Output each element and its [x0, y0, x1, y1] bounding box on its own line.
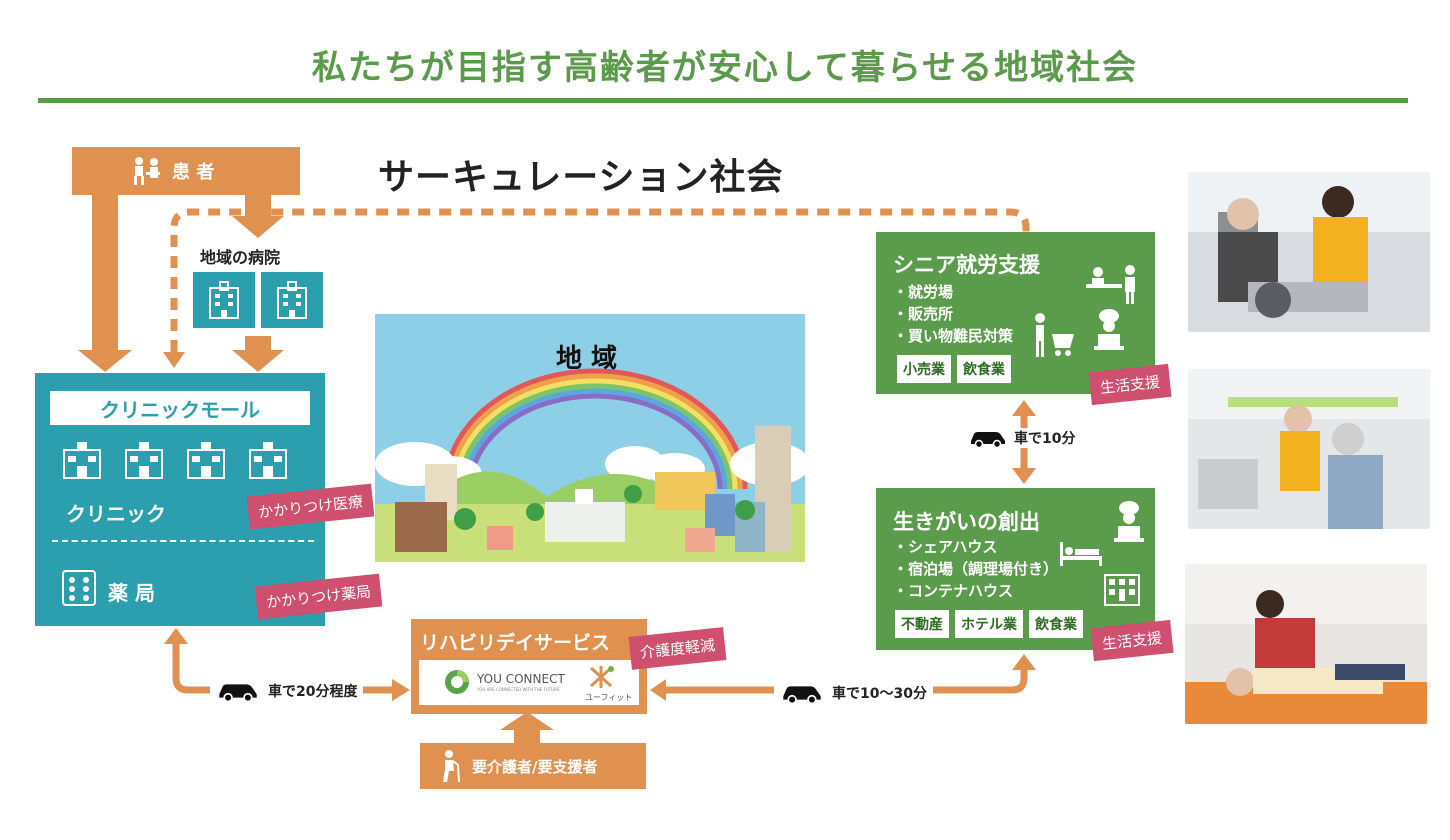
region-illustration [375, 314, 805, 562]
route-rehab-ikigai [664, 668, 1028, 694]
you-connect-logo-text: YOU CONNECT [477, 672, 565, 686]
ikigai-tags: 不動産 ホテル業 飲食業 [895, 610, 1083, 638]
pharmacy-icon [62, 570, 96, 610]
dashed-loop-head [163, 352, 185, 368]
route-label-10min: 車で10分 [968, 428, 1076, 448]
shop-counter-icon [1082, 262, 1142, 310]
industry-tag: 不動産 [895, 610, 949, 638]
car-icon [783, 686, 821, 704]
arrow-care-head [500, 712, 554, 730]
hospital-label: 地域の病院 [200, 248, 281, 267]
region-label: 地 域 [556, 344, 618, 374]
care-recipient-label: 要介護者/要支援者 [472, 757, 598, 776]
hospital-icon-2 [261, 272, 323, 328]
clinic-mall-header: クリニックモール [50, 391, 310, 425]
route-label-10-30min: 車で10～30分 [774, 682, 933, 704]
route-clinic-rehab-head-up [164, 628, 188, 644]
bullet-item: ・シェアハウス [893, 538, 998, 556]
route-clinic-rehab-head-right [392, 679, 410, 701]
route-clinic-rehab [172, 642, 395, 694]
route-text: 車で20分程度 [268, 684, 358, 700]
clinic-building-icon [125, 442, 163, 479]
rehab-title: リハビリデイサービス [420, 632, 611, 654]
senior-work-title: シニア就労支援 [893, 253, 1040, 277]
route-label-20min: 車で20分程度 [210, 680, 364, 702]
pharmacy-label: 薬 局 [108, 581, 155, 605]
clinic-icons-row [62, 442, 288, 480]
patient-label: 患 者 [172, 162, 215, 183]
bullet-item: ・買い物難民対策 [893, 327, 1014, 345]
car-icon [971, 432, 1005, 448]
route-text: 車で10分 [1014, 431, 1076, 447]
hospital-building-icon [209, 281, 239, 319]
clinic-building-icon [187, 442, 225, 479]
arrow-hospital-to-clinic-head [232, 350, 284, 372]
patient-label-group: 患 者 [130, 151, 214, 191]
industry-tag: 小売業 [897, 355, 951, 383]
you-connect-logo-icon [445, 670, 469, 694]
patient-bar [72, 147, 300, 195]
rehab-logos: YOU CONNECT YOU ARE CONNECTED WITH THE F… [419, 660, 639, 705]
trees [454, 485, 755, 530]
rehab-photo-3 [1185, 564, 1427, 724]
buildings [395, 426, 791, 552]
industry-tag: ホテル業 [955, 610, 1023, 638]
route-work-ikigai-head-down [1012, 468, 1036, 484]
arrow-care-shaft [514, 728, 540, 744]
ikigai-title: 生きがいの創出 [893, 510, 1040, 534]
clinic-divider [52, 540, 314, 542]
rainbow [442, 368, 748, 490]
arrow-patient-to-clinic-shaft [92, 195, 118, 352]
route-rehab-ikigai-head-up [1012, 654, 1036, 670]
bullet-item: ・販売所 [893, 305, 954, 323]
clinic-label: クリニック [66, 502, 166, 526]
youfit-logo-text: ユーフィット [585, 693, 633, 702]
chef-icon [1112, 500, 1146, 550]
hospital-building-icon [277, 281, 307, 319]
rehab-photo-2 [1188, 369, 1430, 529]
youfit-logo-icon [589, 666, 614, 688]
industry-tag: 飲食業 [957, 355, 1011, 383]
ikigai-bullets: ・シェアハウス ・宿泊場（調理場付き） ・コンテナハウス [893, 536, 1058, 602]
arrow-hospital-to-clinic-shaft [245, 336, 271, 350]
arrow-patient-to-clinic-head [78, 350, 132, 372]
route-work-ikigai-head-up [1012, 400, 1036, 416]
diagram-subtitle: サーキュレーション社会 [378, 157, 784, 198]
elderly-cane-icon [443, 750, 460, 783]
container-house-icon [1104, 574, 1140, 610]
bed-icon [1058, 540, 1104, 572]
arrow-patient-to-hospital-head [232, 216, 284, 238]
bullet-item: ・就労場 [893, 283, 954, 301]
you-connect-tagline: YOU ARE CONNECTED WITH THE FUTURE [477, 687, 560, 692]
title-divider [38, 98, 1408, 103]
dashed-loop [170, 208, 1030, 352]
care-recipient-bar: 要介護者/要支援者 [420, 743, 646, 789]
senior-work-bullets: ・就労場 ・販売所 ・買い物難民対策 [893, 281, 1013, 347]
clinic-building-icon [63, 442, 101, 479]
patient-icon [130, 156, 162, 186]
senior-work-tags: 小売業 飲食業 [897, 355, 1011, 383]
route-text: 車で10～30分 [832, 686, 927, 702]
route-rehab-ikigai-head-left [650, 679, 666, 701]
shopping-cart-icon [1030, 312, 1080, 362]
clinic-building-icon [249, 442, 287, 479]
bullet-item: ・コンテナハウス [893, 582, 1014, 600]
car-icon [219, 684, 257, 702]
bullet-item: ・宿泊場（調理場付き） [893, 560, 1059, 578]
rehab-photo-1 [1188, 172, 1430, 332]
chef-icon [1092, 308, 1126, 358]
industry-tag: 飲食業 [1029, 610, 1083, 638]
hospital-icon-1 [193, 272, 255, 328]
page-title: 私たちが目指す高齢者が安心して暮らせる地域社会 [311, 48, 1139, 88]
